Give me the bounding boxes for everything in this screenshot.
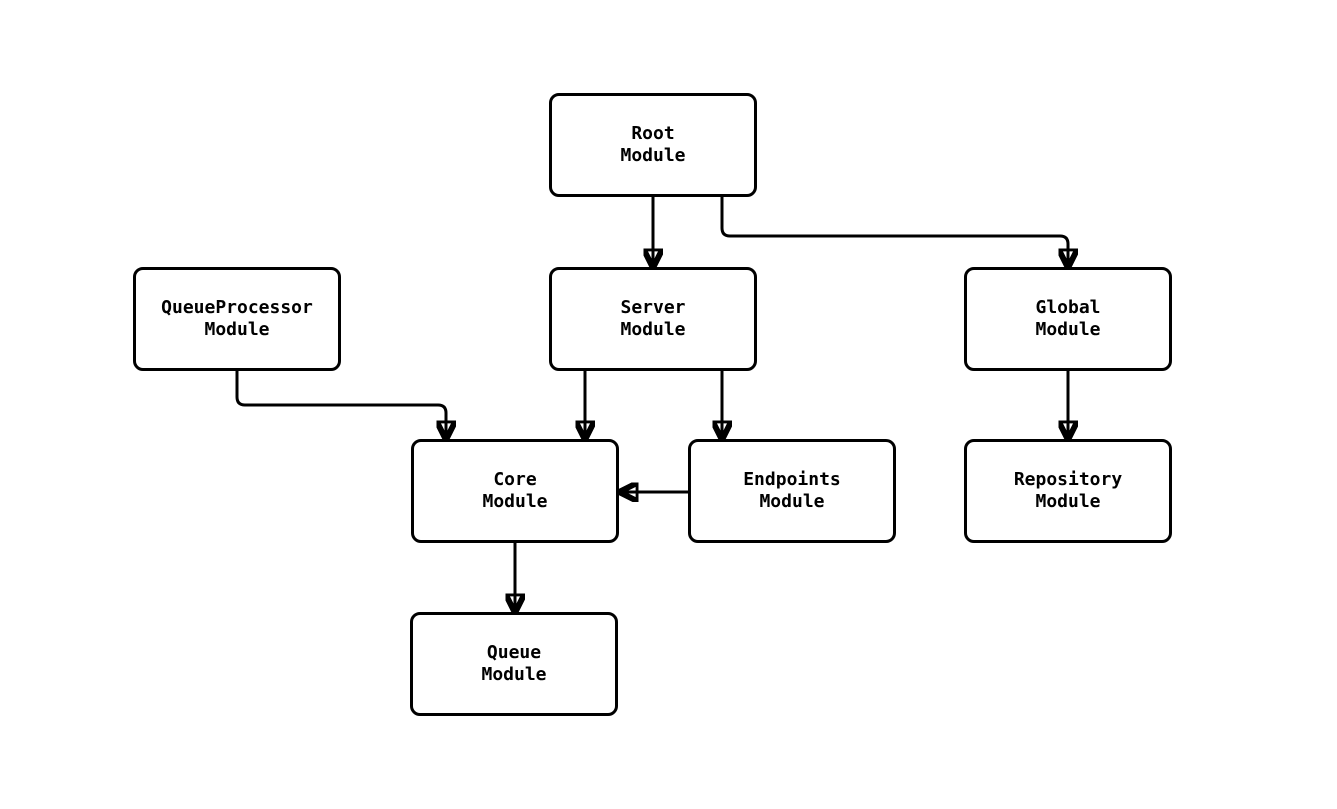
node-server-module-label: Server Module <box>620 297 686 340</box>
edge-queueprocessor-to-core <box>235 371 446 438</box>
node-endpoints-module: Endpoints Module <box>688 439 896 543</box>
node-queue-module: Queue Module <box>410 612 618 716</box>
node-queue-module-label: Queue Module <box>481 642 547 685</box>
node-root-module: Root Module <box>549 93 757 197</box>
node-queueprocessor-module-label: QueueProcessor Module <box>161 297 313 340</box>
node-server-module: Server Module <box>549 267 757 371</box>
node-queueprocessor-module: QueueProcessor Module <box>133 267 341 371</box>
edge-root-to-global <box>720 197 1068 266</box>
node-core-module-label: Core Module <box>482 469 548 512</box>
node-global-module: Global Module <box>964 267 1172 371</box>
node-global-module-label: Global Module <box>1035 297 1101 340</box>
node-endpoints-module-label: Endpoints Module <box>743 469 841 512</box>
node-repository-module: Repository Module <box>964 439 1172 543</box>
node-repository-module-label: Repository Module <box>1013 469 1123 512</box>
node-core-module: Core Module <box>411 439 619 543</box>
node-root-module-label: Root Module <box>620 123 686 166</box>
